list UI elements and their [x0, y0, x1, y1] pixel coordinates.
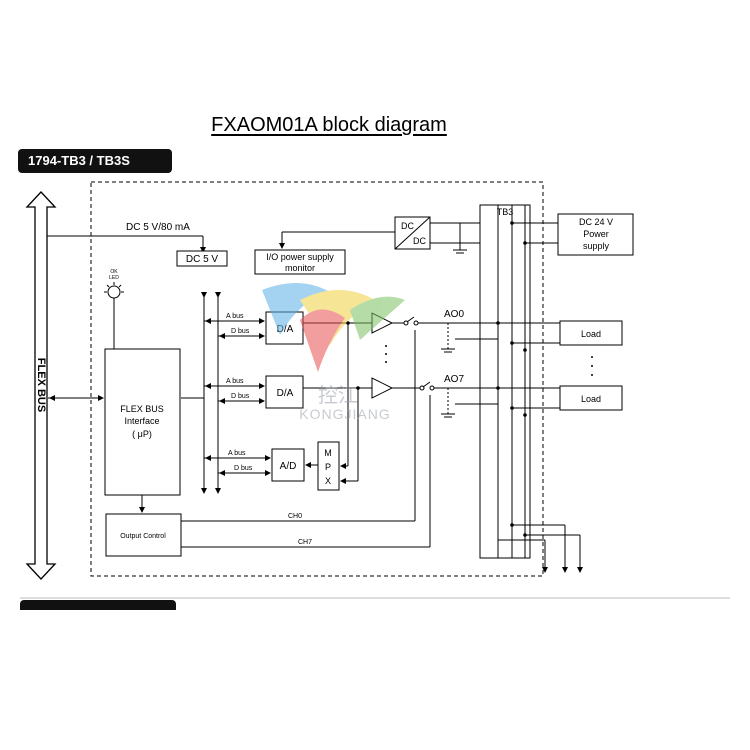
next-section-tab [20, 600, 176, 610]
mpx-x: X [325, 476, 331, 486]
flex-bus-arrow: FLEX BUS [25, 191, 57, 580]
output-amplifier-ch0 [371, 312, 498, 334]
ao0-output: AO0 [441, 309, 498, 353]
interface-label-3: ( μP) [132, 429, 152, 439]
dc5v-label: DC 5 V [186, 254, 219, 265]
interface-label-1: FLEX BUS [120, 404, 164, 414]
watermark-en: KONGJIANG [299, 406, 390, 422]
dcdc-converter: DC DC [394, 216, 498, 254]
load-ellipsis [591, 356, 593, 376]
tb3-label: TB3 [497, 207, 514, 217]
io-monitor-label-1: I/O power supply [266, 252, 334, 262]
dc24v-label-1: DC 24 V [579, 217, 613, 227]
ao0-label: AO0 [444, 309, 464, 320]
dcdc-top-label: DC [401, 221, 414, 231]
dbus-label-3: D bus [234, 465, 253, 472]
page-divider [20, 597, 730, 599]
dc5v-feed: DC 5 V/80 mA DC 5 V [47, 222, 228, 267]
terminal-junctions [498, 221, 583, 573]
watermark-cn: 控江 [318, 384, 358, 407]
internal-bus-lines [181, 292, 221, 494]
abus-label-3: A bus [228, 450, 246, 457]
tb3-terminal-block: TB3 [479, 204, 531, 559]
ch0-label: CH0 [288, 513, 302, 520]
dc5v-box [176, 250, 228, 267]
kongjiang-watermark: 控江 KONGJIANG [262, 282, 405, 422]
output-control-block: Output Control CH0 CH7 [105, 330, 431, 557]
channel-ellipsis [385, 345, 387, 363]
mpx-p: P [325, 462, 331, 472]
dc5v-80ma-label: DC 5 V/80 mA [126, 222, 190, 233]
load-label-ch0: Load [581, 329, 601, 339]
da-label-ch7: D/A [277, 388, 294, 399]
output-amplifier-ch7 [371, 377, 498, 399]
flex-bus-label: FLEX BUS [35, 358, 47, 412]
abus-label-2: A bus [226, 378, 244, 385]
io-power-monitor: I/O power supply monitor [254, 231, 395, 275]
dbus-label-1: D bus [231, 328, 250, 335]
diagram-title: FXAOM01A block diagram [211, 114, 447, 136]
module-boundary [90, 181, 544, 577]
mpx-multiplexer: M P X [305, 321, 360, 491]
interface-label-2: Interface [124, 416, 159, 426]
ok-led-label-1: OK [110, 269, 118, 275]
dbus-label-2: D bus [231, 393, 250, 400]
flexbus-interface-block: FLEX BUS Interface ( μP) [48, 348, 181, 513]
ao7-label: AO7 [444, 374, 464, 385]
mpx-m: M [324, 448, 332, 458]
dcdc-bottom-label: DC [413, 236, 426, 246]
ad-label: A/D [280, 461, 297, 472]
dc24v-power-supply: DC 24 V Power supply [512, 213, 634, 256]
ch7-label: CH7 [298, 539, 312, 546]
load-ch0: Load [496, 320, 623, 346]
da-label-ch0: D/A [277, 324, 294, 335]
load-ch7: Load [496, 385, 623, 411]
ad-converter: A/D A bus D bus [204, 448, 305, 482]
terminal-base-tab: 1794-TB3 / TB3S [18, 149, 172, 173]
ok-led-label-2: LED [109, 275, 119, 281]
dc24v-label-3: supply [583, 241, 610, 251]
ao7-output: AO7 [441, 374, 498, 418]
io-monitor-label-2: monitor [285, 263, 315, 273]
abus-label-1: A bus [226, 313, 244, 320]
dc24v-label-2: Power [583, 229, 609, 239]
output-control-label: Output Control [120, 533, 166, 540]
da-converter-ch7: D/A A bus D bus [204, 375, 372, 409]
ok-led: OK LED [104, 269, 124, 349]
load-label-ch7: Load [581, 394, 601, 404]
